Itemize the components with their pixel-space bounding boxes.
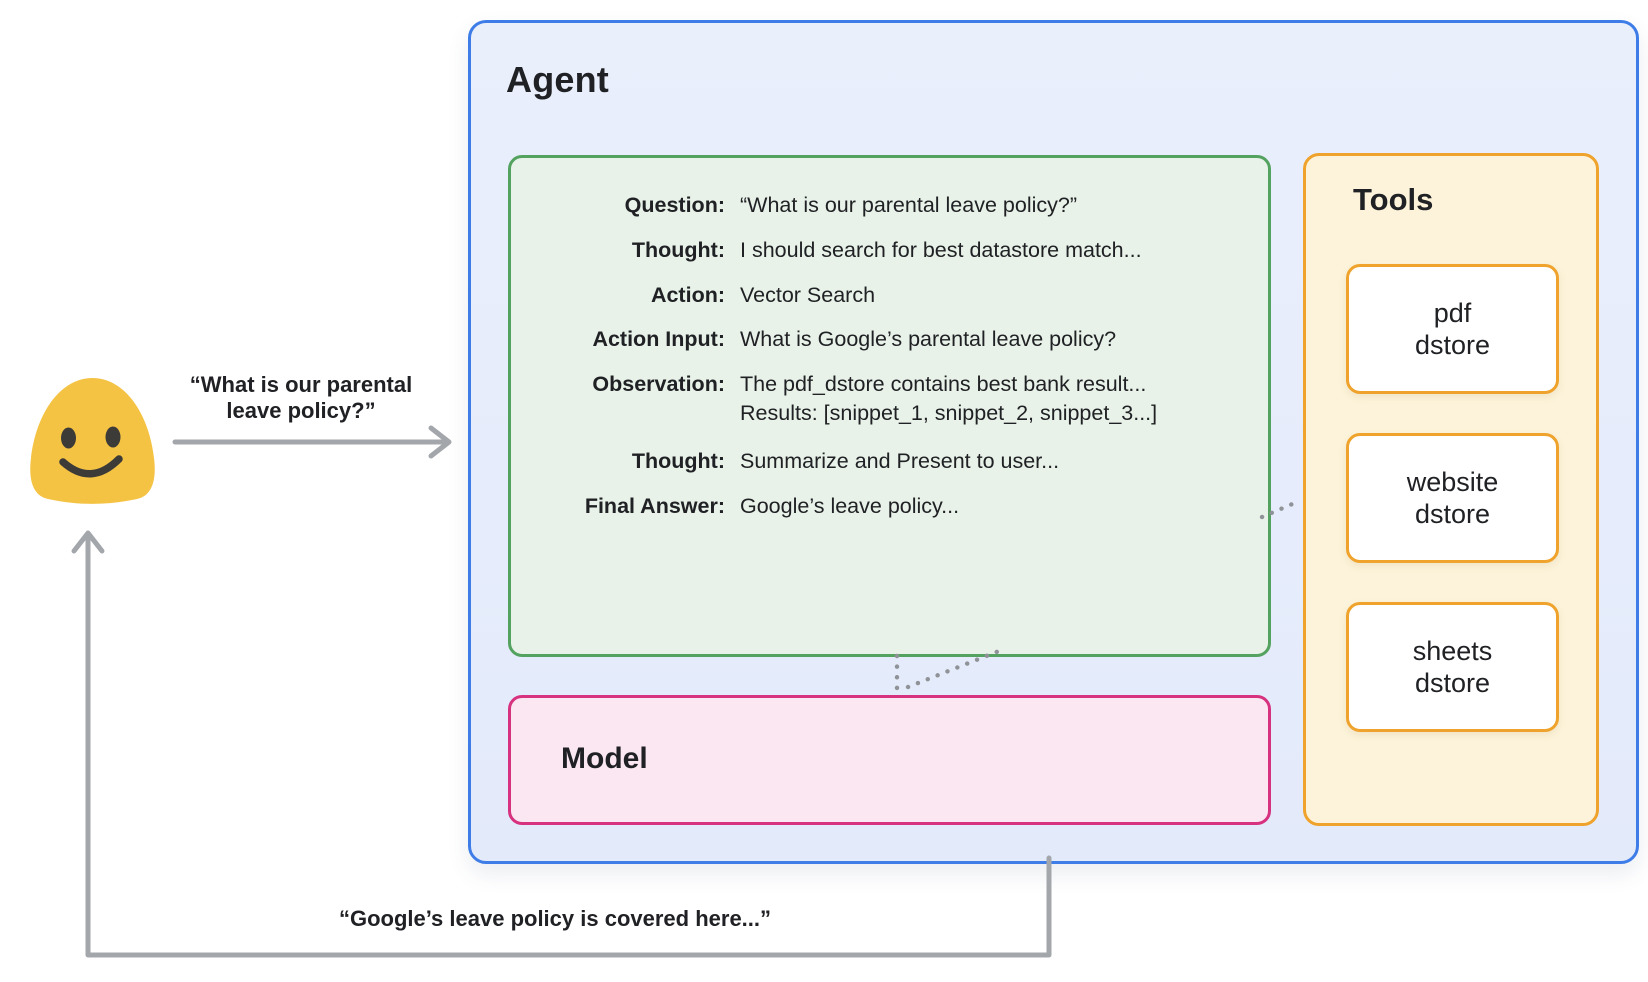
tool-card-sheets-dstore: sheets dstore [1346, 602, 1559, 732]
tool-card-label: sheets dstore [1412, 636, 1493, 698]
scratchpad-row: Action: Vector Search [511, 281, 1254, 310]
scratchpad-row-value: “What is our parental leave policy?” [740, 193, 1077, 217]
scratchpad-row-value: Vector Search [740, 283, 876, 307]
scratchpad-row: Final Answer: Google’s leave policy... [511, 492, 1254, 521]
scratchpad-box: Question: “What is our parental leave po… [508, 155, 1271, 657]
scratchpad-row-label: Observation: [592, 372, 725, 396]
emoji-right-eye [105, 426, 121, 448]
scratchpad-row-label: Thought: [631, 238, 725, 262]
tool-card-label: pdf dstore [1414, 298, 1491, 360]
model-title: Model [561, 742, 648, 775]
agent-box: Agent Question: “What is our parental le… [468, 20, 1639, 864]
emoji-left-eye [61, 427, 76, 449]
tool-card-label: website dstore [1406, 467, 1499, 529]
scratchpad-row: Action Input: What is Google’s parental … [511, 325, 1254, 354]
request-arrow [172, 425, 452, 459]
blob-smiley-icon [30, 378, 155, 504]
scratchpad-row-label: Thought: [631, 449, 725, 473]
scratchpad-row: Thought: Summarize and Present to user..… [511, 447, 1254, 476]
scratchpad-row-label: Final Answer: [584, 494, 725, 518]
scratchpad-row-value: I should search for best datastore match… [740, 238, 1142, 262]
tool-card-website-dstore: website dstore [1346, 433, 1559, 563]
scratchpad-row-label: Action Input: [592, 327, 725, 351]
scratchpad-row-value: Google’s leave policy... [740, 494, 960, 518]
tool-card-pdf-dstore: pdf dstore [1346, 264, 1559, 394]
observation-line-1: The pdf_dstore contains best bank result… [740, 372, 1147, 396]
scratchpad-row-label: Question: [624, 193, 725, 217]
scratchpad-row: Observation: The pdf_dstore contains bes… [511, 370, 1254, 428]
observation-line-2: Results: [snippet_1, snippet_2, snippet_… [740, 401, 1158, 425]
scratchpad-row: Thought: I should search for best datast… [511, 236, 1254, 265]
agent-title: Agent [506, 59, 609, 100]
scratchpad-row-value: Summarize and Present to user... [740, 449, 1060, 473]
agent-response-text: “Google’s leave policy is covered here..… [338, 906, 772, 931]
emoji-smile [59, 455, 123, 478]
scratchpad-row: Question: “What is our parental leave po… [511, 191, 1254, 220]
tools-title: Tools [1353, 182, 1434, 217]
user-request-text: “What is our parental leave policy?” [189, 372, 413, 423]
model-box: Model [508, 695, 1271, 825]
tools-box: Tools pdf dstore website dstore sheets d… [1303, 153, 1599, 826]
scratchpad-row-value: The pdf_dstore contains best bank result… [740, 370, 1157, 428]
scratchpad-row-value: What is Google’s parental leave policy? [740, 327, 1117, 351]
scratchpad-row-label: Action: [650, 283, 725, 307]
